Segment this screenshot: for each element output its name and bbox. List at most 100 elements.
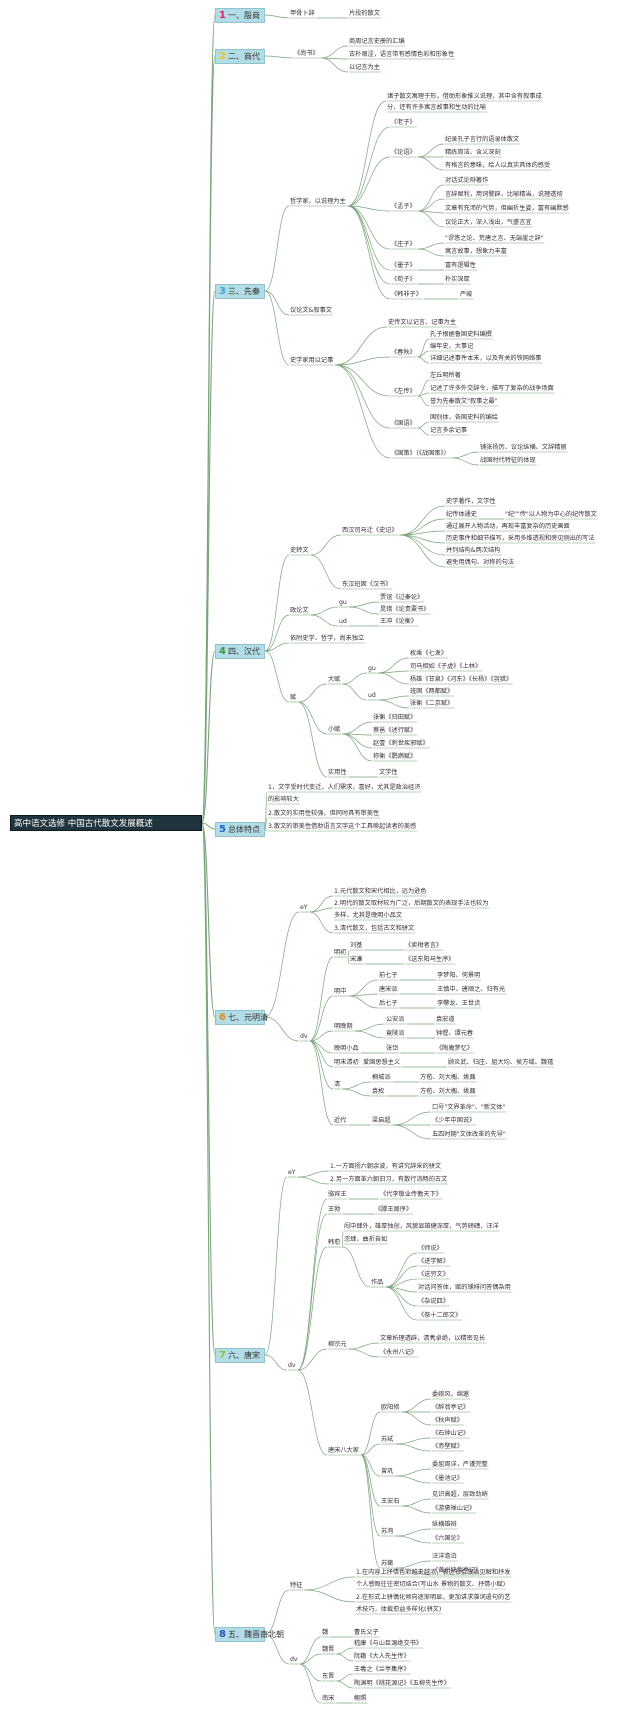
topic-c18[interactable]: 富有逻辑性 <box>445 262 476 269</box>
topic-c11[interactable]: 言辞犀利，用词警辟，比喻精当，说理透彻 <box>445 191 563 198</box>
topic-d10[interactable]: 东汉班固《汉书》 <box>342 581 392 588</box>
topic-c16[interactable]: 寓言故事，想象力丰富 <box>445 248 507 255</box>
topic-d28[interactable]: 张衡《归田赋》 <box>373 714 417 721</box>
topic-d16[interactable]: 王冲《论衡》 <box>380 618 418 625</box>
topic-g24[interactable]: 委婉风，绵邈 <box>432 1391 470 1398</box>
topic-f14[interactable]: 李梦阳、何景明 <box>437 972 481 979</box>
topic-h3[interactable]: 个人感慨往往密切结合(写山水 景物的散文、抒情小赋) <box>356 1581 506 1588</box>
topic-c37[interactable]: 《国策》（《战国策》） <box>391 450 450 457</box>
topic-c1[interactable]: 哲学家，以说理为主 <box>290 198 346 205</box>
topic-c15[interactable]: "谬悠之论、荒唐之言、无端崖之辞" <box>445 235 544 242</box>
topic-g16[interactable]: 《杂说四》 <box>418 1298 449 1305</box>
topic-c28[interactable]: 编年史，大事记 <box>430 343 474 350</box>
topic-c17[interactable]: 《墨子》 <box>391 262 416 269</box>
topic-d23[interactable]: 杨雄《甘泉》《河东》《长杨》《羽猎》 <box>410 676 513 683</box>
topic-f22[interactable]: 竟陵派 <box>386 1030 405 1037</box>
topic-f15[interactable]: 唐宋派 <box>379 986 398 993</box>
topic-g15[interactable]: 对话问答体，赋的铺排问答偶杂用 <box>418 1284 511 1291</box>
topic-g34[interactable]: 见识高超，层致劲峭 <box>432 1491 488 1498</box>
topic-f27[interactable]: 明末清初 <box>334 1059 359 1066</box>
topic-f32[interactable]: 方苞、刘大櫆、姚鼐 <box>420 1074 476 1081</box>
topic-g23[interactable]: 欧阳修 <box>381 1404 400 1411</box>
topic-c13[interactable]: 议论正大，深入浅出，气盛言宜 <box>445 219 532 226</box>
topic-h12[interactable]: 东晋 <box>322 1673 335 1680</box>
topic-f6[interactable]: dv <box>300 1033 308 1040</box>
topic-c2[interactable]: 诸子散文寓理于形，借助形象推义说理，其中含有叙事成 <box>387 93 542 100</box>
topic-d2[interactable]: 西汉司马迁《史记》 <box>342 527 398 534</box>
topic-f35[interactable]: 近代 <box>334 1117 347 1124</box>
topic-c35[interactable]: 国别体，各国史料的编绘 <box>430 414 499 421</box>
topic-g19[interactable]: 文章析理透辟，清隽卓绝，以精密见长 <box>380 1335 486 1342</box>
topic-g40[interactable]: 汪洋澹泊 <box>432 1553 457 1560</box>
topic-f2[interactable]: 1.元代散文和宋代相比，远为逊色 <box>334 888 427 895</box>
topic-h8[interactable]: 曹氏父子 <box>354 1629 379 1636</box>
topic-f11[interactable]: 《送东阳马生序》 <box>405 956 455 963</box>
topic-g3[interactable]: 2.另一方面革六朝旧习，有散行流畅的古文 <box>330 1176 448 1183</box>
topic-g33[interactable]: 王安石 <box>381 1498 400 1505</box>
topic-g10[interactable]: 恣肆，曲折自如 <box>344 1236 388 1243</box>
topic-g32[interactable]: 《墨池记》 <box>432 1475 463 1482</box>
topic-g41[interactable]: 《黄州快哉亭记》 <box>432 1567 482 1574</box>
topic-c33[interactable]: 誉为先秦散文"叙事之最" <box>430 398 498 405</box>
topic-c27[interactable]: 孔子根据鲁国史料编撰 <box>430 331 492 338</box>
topic-d4[interactable]: 纪传体通史 <box>446 511 477 518</box>
topic-f7[interactable]: 明初 <box>334 949 347 956</box>
topic-h1[interactable]: 特征 <box>290 1582 303 1589</box>
topic-g31[interactable]: 委屈周详，严谨完整 <box>432 1461 488 1468</box>
topic-d17[interactable]: 依附史学、哲学，尚未独立 <box>290 635 365 642</box>
topic-f30[interactable]: 清 <box>334 1081 341 1088</box>
topic-f18[interactable]: 李攀龙、王世贞 <box>437 1000 481 1007</box>
topic-d14[interactable]: 晁错《论贵粟书》 <box>380 606 430 613</box>
topic-g21[interactable]: dv <box>288 1362 296 1369</box>
topic-c7[interactable]: 精练简洁、含义深刻 <box>445 149 501 156</box>
topic-f1[interactable]: eY <box>300 904 308 911</box>
topic-h4[interactable]: 2.在形式上骈偶化倾向逐渐明显，更加讲求藻词遣句的艺 <box>356 1594 511 1601</box>
topic-g4[interactable]: 骆宾王 <box>328 1191 347 1198</box>
topic-f26[interactable]: 《陶庵梦忆》 <box>436 1045 474 1052</box>
topic-c8[interactable]: 有格言的意味，给人以真实具体的感受 <box>445 162 551 169</box>
topic-c22[interactable]: 严峻 <box>460 291 473 298</box>
topic-g2[interactable]: 1.一方面扬六朝余波，有讲究辞采的骈文 <box>330 1163 442 1170</box>
topic-g14[interactable]: 《送穷文》 <box>418 1271 449 1278</box>
topic-f13[interactable]: 前七子 <box>379 972 398 979</box>
topic-f24[interactable]: 晚明小品 <box>334 1045 359 1052</box>
topic-d12[interactable]: gu <box>339 599 347 606</box>
topic-g37[interactable]: 纵横雄辩 <box>432 1521 457 1528</box>
topic-d11[interactable]: 政论文 <box>290 607 309 614</box>
topic-g5[interactable]: 《代李敬业传檄天下》 <box>380 1191 442 1198</box>
topic-e3[interactable]: 2.散文的实用性较强，但同时具有审美性 <box>268 810 380 817</box>
topic-f39[interactable]: 五四时期"文体改革的先导" <box>432 1131 506 1138</box>
topic-b4[interactable]: 以记言为主 <box>349 64 380 71</box>
topic-e1[interactable]: 1，文学受时代变迁，人们需求，喜好，尤其是政治经济 <box>268 784 421 791</box>
topic-f8[interactable]: 刘基 <box>350 942 363 949</box>
topic-d20[interactable]: gu <box>368 665 376 672</box>
topic-g8[interactable]: 韩愈 <box>328 1239 341 1246</box>
topic-d33[interactable]: 文学性 <box>379 769 398 776</box>
topic-h11[interactable]: 阮籍《大人先生传》 <box>354 1653 410 1660</box>
topic-c39[interactable]: 战国时代特征的体现 <box>480 457 536 464</box>
topic-c12[interactable]: 文章有充沛的气势，但幽折生姿，富有幽默感 <box>445 205 569 212</box>
topic-f25[interactable]: 张岱 <box>386 1045 399 1052</box>
topic-d22[interactable]: 司马相如《子虚》《上林》 <box>410 663 482 670</box>
topic-g26[interactable]: 《秋声赋》 <box>432 1417 463 1424</box>
topic-g36[interactable]: 苏洵 <box>381 1528 394 1535</box>
topic-c38[interactable]: 铺张扬厉、议论纵横、文辞精丽 <box>480 444 567 451</box>
topic-e4[interactable]: 3.散文的审美性借助语言文字这个工具唤起读者的美感 <box>268 823 417 830</box>
topic-f29[interactable]: 顾炎武、归庄、屈大均、侯方域、魏禧 <box>448 1059 554 1066</box>
topic-g12[interactable]: 《师说》 <box>418 1245 443 1252</box>
topic-f17[interactable]: 后七子 <box>379 1000 398 1007</box>
topic-f5[interactable]: 3.清代散文，包括古文和骈文 <box>334 925 415 932</box>
topic-g22[interactable]: 唐宋八大家 <box>328 1447 359 1454</box>
topic-g25[interactable]: 《醉翁亭记》 <box>432 1404 470 1411</box>
topic-g35[interactable]: 《游褒禅山记》 <box>432 1505 476 1512</box>
topic-b1[interactable]: 《尚书》 <box>294 50 319 57</box>
topic-c6[interactable]: 纪录孔子言行的语录体散文 <box>445 136 520 143</box>
topic-d21[interactable]: 枚乘《七发》 <box>410 650 448 657</box>
